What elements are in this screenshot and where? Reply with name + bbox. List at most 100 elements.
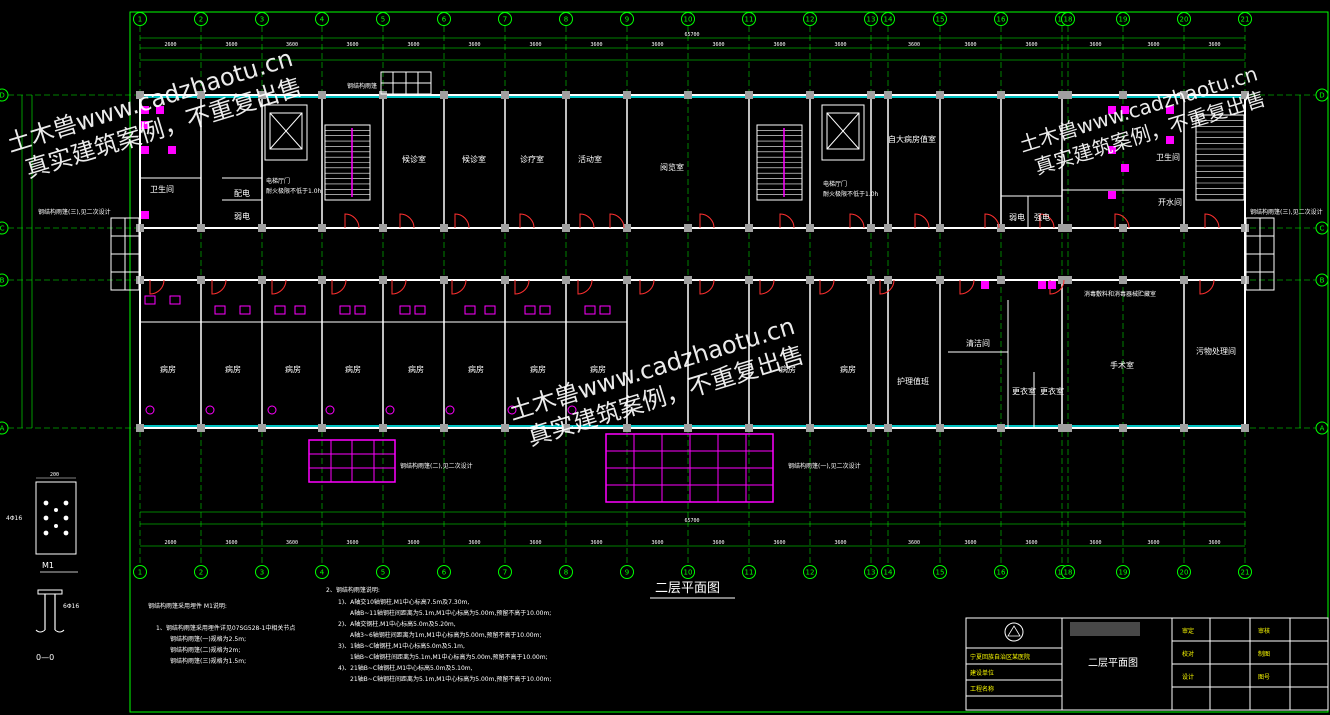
axis-bubble [315, 565, 329, 579]
column [867, 224, 875, 232]
tb-label: 审核 [1258, 627, 1270, 635]
axis-bubble [620, 12, 634, 26]
door [451, 279, 467, 295]
dim-text: 3600 [773, 42, 785, 48]
door [699, 279, 715, 295]
column [440, 424, 448, 432]
dim-text: 3600 [407, 42, 419, 48]
door [779, 213, 795, 229]
column [1180, 276, 1188, 284]
axis-number: 2 [199, 16, 203, 24]
dim-text: 3600 [225, 540, 237, 546]
fixture [1038, 281, 1046, 289]
watermark-3: 土木兽www.cadzhaotu.cn 真实建筑案例，不重复出售 [1016, 61, 1268, 179]
columns [136, 91, 1249, 432]
column [884, 91, 892, 99]
sink [385, 405, 395, 415]
note-line: 钢结构雨篷(二)规格为2m; [170, 646, 240, 654]
column [1180, 424, 1188, 432]
column [745, 224, 753, 232]
door [391, 279, 407, 295]
column [884, 276, 892, 284]
axis-bubble [0, 421, 9, 435]
column [1064, 276, 1072, 284]
axis-number: 20 [1180, 569, 1189, 577]
door [577, 279, 593, 295]
column [997, 91, 1005, 99]
axis-bubble [1177, 565, 1191, 579]
column [867, 91, 875, 99]
door [149, 279, 165, 295]
axis-bubble [1116, 12, 1130, 26]
room-label: 卫生间 [150, 184, 174, 194]
detail-label: M1 [42, 561, 54, 570]
column [684, 91, 692, 99]
axis-number: 11 [745, 569, 754, 577]
room-label: 病房 [840, 364, 856, 374]
column [684, 224, 692, 232]
axis-bubble [1177, 12, 1191, 26]
fixture [1108, 146, 1116, 154]
partition-walls [140, 95, 1185, 428]
column [623, 91, 631, 99]
column [440, 276, 448, 284]
column [1241, 276, 1249, 284]
dim-text: 2600 [164, 540, 176, 546]
fixture [1121, 106, 1129, 114]
axis-bubble [1061, 565, 1075, 579]
axis-number: 3 [260, 16, 264, 24]
room-label: 病房 [285, 364, 301, 374]
axis-number: 6 [442, 16, 447, 24]
dim-text: 3600 [529, 540, 541, 546]
tb-line: 建设单位 [970, 669, 994, 677]
axis-number: 7 [503, 16, 507, 24]
axis-bubble [681, 565, 695, 579]
door [1039, 213, 1055, 229]
dim-text: 3600 [1147, 540, 1159, 546]
door [1049, 279, 1065, 295]
room-label: 病房 [225, 364, 241, 374]
column [501, 276, 509, 284]
room-label: 更衣室 [1012, 386, 1036, 396]
note-line: 1)、A轴交10轴钢柱,M1中心标高7.5m及7.30m, [338, 598, 469, 606]
dim-text: 3600 [468, 42, 480, 48]
room-label: 耐火极限不低于1.0h [823, 190, 879, 198]
axis-number: 8 [564, 569, 568, 577]
tb-label: 审定 [1182, 627, 1194, 635]
note-line: A轴3~6轴钢柱间距离为1m,M1中心标高为5.00m,预留不高于10.00m; [350, 631, 542, 639]
detail-dim: 200 [50, 472, 59, 478]
axis-letter: B [1320, 277, 1325, 285]
fixture [274, 305, 286, 315]
axis-number: 9 [625, 16, 629, 24]
column [501, 224, 509, 232]
axis-bubble [1238, 565, 1252, 579]
door [914, 213, 930, 229]
axis-bubble [559, 12, 573, 26]
note-line: 钢结构雨篷(一)规格为2.5m; [170, 635, 246, 643]
dim-text: 3600 [1208, 42, 1220, 48]
fixture [239, 305, 251, 315]
axis-bubble [498, 12, 512, 26]
dim-total: 65700 [684, 32, 699, 38]
fixture [156, 106, 164, 114]
axis-number: 15 [936, 16, 945, 24]
axis-number: 16 [997, 569, 1006, 577]
dim-text: 3600 [468, 540, 480, 546]
axis-number: 18 [1064, 569, 1073, 577]
watermark-2: 土木兽www.cadzhaotu.cn 真实建筑案例，不重复出售 [506, 312, 808, 451]
dim-text: 2600 [164, 42, 176, 48]
room-label: 清洁间 [966, 338, 990, 348]
room-label: 病房 [590, 364, 606, 374]
column [197, 276, 205, 284]
door [639, 279, 655, 295]
canopy-south-left [308, 439, 396, 483]
door [211, 279, 227, 295]
fixture [339, 305, 351, 315]
column [562, 276, 570, 284]
title-block: 二层平面图 宁夏回族自治区某医院 建设单位 工程名称 审定 校对 设计 审核 制… [965, 617, 1329, 711]
axis-bubble [1315, 221, 1329, 235]
column [1119, 224, 1127, 232]
fixture [524, 305, 536, 315]
door [454, 213, 470, 229]
dim-text: 3600 [407, 540, 419, 546]
